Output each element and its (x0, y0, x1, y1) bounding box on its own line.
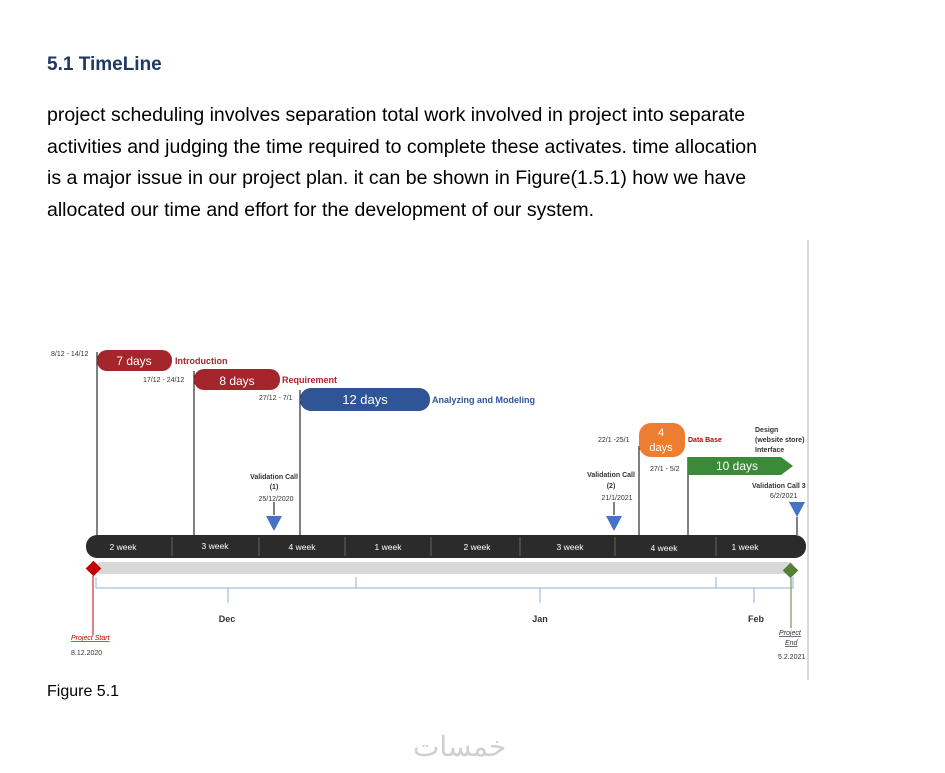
task-name: (website store) (755, 437, 804, 444)
milestone-label: (2) (607, 483, 616, 490)
milestone-label: Validation Call (587, 472, 635, 479)
task-name: Requirement (282, 375, 337, 385)
milestone-label: Validation Call 3 (752, 483, 806, 490)
week-label: 2 week (110, 542, 138, 552)
section-heading: 5.1 TimeLine (47, 54, 162, 75)
task-duration: 7 days (116, 354, 151, 368)
project-end-marker (782, 562, 799, 579)
milestone-date: 6/2/2021 (770, 493, 797, 500)
task-date: 17/12 - 24/12 (143, 377, 184, 384)
milestone-label: Validation Call (250, 474, 298, 481)
project-end-label: Project (779, 630, 802, 637)
task-duration: days (649, 442, 673, 454)
task-name: Design (755, 427, 778, 434)
task-bar (639, 423, 685, 457)
watermark-logo: خمسات (413, 731, 507, 762)
task-date: 8/12 - 14/12 (51, 351, 88, 358)
task-bar (97, 350, 172, 371)
milestone-marker (606, 516, 622, 531)
task-bar (300, 388, 430, 411)
task-duration: 8 days (219, 374, 254, 388)
figure-caption: Figure 5.1 (47, 683, 120, 700)
milestone-date: 21/1/2021 (601, 495, 632, 502)
week-label: 3 week (557, 542, 585, 552)
paragraph-line: project scheduling involves separation t… (47, 104, 746, 126)
milestone-marker (266, 516, 282, 531)
task-name: Introduction (175, 356, 228, 366)
month-label: Jan (532, 614, 548, 624)
week-label: 1 week (375, 542, 403, 552)
project-end-label: End (785, 640, 799, 647)
project-start-date: 8.12.2020 (71, 650, 102, 657)
task-date: 22/1 -25/1 (598, 437, 630, 444)
week-label: 1 week (732, 542, 760, 552)
task-duration: 12 days (342, 392, 388, 407)
milestone-label: (1) (270, 484, 279, 491)
month-brackets (95, 577, 794, 603)
body-paragraph: project scheduling involves separation t… (47, 100, 817, 226)
month-label: Feb (748, 614, 765, 624)
project-start-label: Project Start (71, 635, 111, 642)
task-name: Analyzing and Modeling (432, 395, 535, 405)
task-date: 27/12 - 7/1 (259, 395, 293, 402)
week-bar (86, 535, 806, 558)
task-duration: 10 days (716, 459, 758, 473)
paragraph-line: activities and judging the time required… (47, 135, 757, 158)
task-duration: 4 (658, 427, 664, 439)
task-date: 27/1 - 5/2 (650, 466, 680, 473)
timeline-axis (96, 562, 794, 574)
task-bar (194, 369, 280, 390)
week-label: 4 week (289, 542, 317, 552)
month-label: Dec (219, 614, 236, 624)
milestone-date: 25/12/2020 (258, 496, 293, 503)
milestone-marker (789, 502, 805, 517)
project-end-date: 5.2.2021 (778, 654, 805, 661)
task-name: Data Base (688, 437, 722, 444)
task-bar (688, 457, 793, 475)
paragraph-line: allocated our time and effort for the de… (47, 198, 595, 221)
week-label: 3 week (202, 541, 230, 551)
task-name: Interface (755, 447, 784, 454)
paragraph-line: is a major issue in our project plan. it… (47, 167, 747, 189)
week-label: 2 week (464, 542, 492, 552)
week-label: 4 week (651, 543, 679, 553)
